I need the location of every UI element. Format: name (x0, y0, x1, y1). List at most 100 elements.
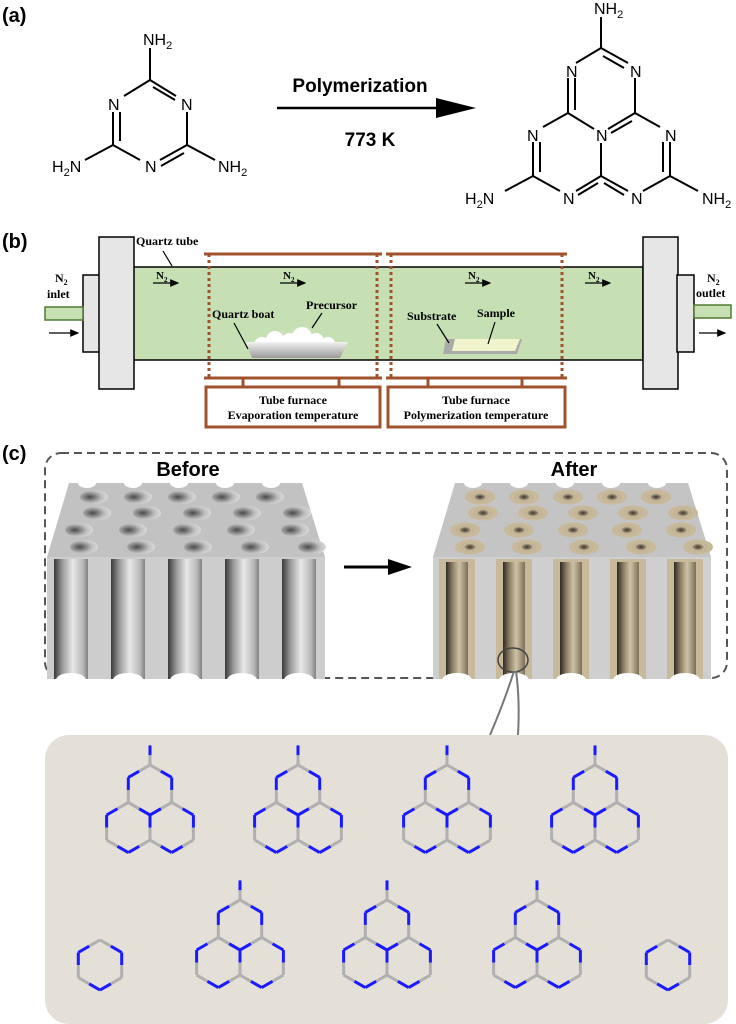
pore-opening (183, 506, 211, 520)
carbon-bond (77, 976, 90, 986)
pore-channel (111, 559, 145, 679)
nitrogen-bond (250, 904, 263, 914)
n2-outlet-label: N2 outlet (696, 271, 725, 300)
svg-text:N2: N2 (707, 271, 720, 287)
channel-bottom (442, 673, 472, 687)
nitrogen-bond (503, 980, 517, 989)
pore-opening (559, 492, 577, 502)
carbon-bond (678, 976, 691, 986)
atom-label: N (181, 97, 193, 114)
nitrogen-bond (446, 807, 459, 817)
carbon-bond (615, 801, 629, 811)
carbon-bond (297, 838, 310, 848)
nitrogen-bond (626, 807, 640, 817)
nitrogen-bond (547, 980, 560, 989)
block-top-face (433, 483, 711, 557)
transform-arrow (344, 559, 412, 575)
carbon-bond (195, 973, 209, 983)
carbon-bond (181, 838, 195, 848)
carbon-bond (170, 801, 184, 811)
carbon-bond (386, 973, 399, 983)
nitrogen-bond (353, 980, 367, 989)
sample (452, 339, 520, 351)
nitrogen-bond (77, 944, 90, 954)
nitrogen-bond (275, 845, 288, 854)
carbon-bond (568, 973, 582, 983)
nitrogen-bond (275, 769, 288, 779)
carbon-bond (206, 936, 220, 946)
pore-opening (510, 525, 528, 535)
edge-notch (510, 478, 528, 488)
edge-notch (78, 478, 96, 488)
carbon-bond (353, 936, 367, 946)
atom-label: NH2 (143, 32, 172, 52)
pore-opening (133, 506, 161, 520)
pore-opening (80, 490, 108, 504)
carbon-bond (514, 936, 527, 946)
atom-label: N (563, 191, 575, 208)
panel-a-label: (a) (2, 5, 26, 27)
pore-opening (283, 506, 311, 520)
zoom-line (489, 670, 515, 736)
nitrogen-bond (160, 845, 173, 854)
svg-text:inlet: inlet (47, 287, 70, 301)
zoom-line (515, 670, 520, 736)
leader-line (487, 321, 496, 345)
carbon-bond (536, 898, 549, 908)
carbon-bond (446, 763, 459, 773)
leader-line (162, 250, 173, 267)
nitrogen-bond (138, 807, 151, 817)
nitrogen-bond (492, 942, 506, 952)
pore-channel (54, 559, 88, 679)
channel-bottom (170, 673, 200, 687)
nitrogen-bond (308, 845, 321, 854)
nitrogen-bond (329, 807, 343, 817)
carbon-bond (547, 936, 560, 946)
carbon-bond (375, 898, 388, 908)
carbon-bond (260, 936, 274, 946)
pore-opening (124, 490, 152, 504)
quartz-boat-label: Quartz boat (212, 307, 274, 321)
pore-opening (624, 508, 642, 518)
pore-opening (70, 540, 98, 554)
carbon-bond (138, 763, 151, 773)
pore-opening (227, 523, 255, 537)
nitrogen-bond (645, 944, 658, 954)
carbon-bond (536, 973, 549, 983)
carbon-bond (264, 801, 278, 811)
nitrogen-bond (105, 807, 119, 817)
nitrogen-bond (286, 807, 299, 817)
atom-label: N (527, 128, 539, 145)
nitrogen-bond (260, 980, 274, 989)
nitrogen-bond (418, 942, 432, 952)
carbon-bond (397, 936, 410, 946)
pore-opening (184, 540, 212, 554)
carbon-bond (525, 898, 538, 908)
atom-label: H2N (465, 191, 494, 211)
nitrogen-bond (181, 807, 195, 817)
nitrogen-bond (160, 769, 173, 779)
pore-opening (603, 492, 621, 502)
nitrogen-bond (149, 807, 162, 817)
pore-opening (647, 492, 665, 502)
pore-channel (446, 562, 468, 679)
carbon-bond (557, 936, 571, 946)
pore-channel (225, 559, 259, 679)
nitrogen-bond (375, 942, 388, 952)
after-label: After (551, 459, 598, 481)
nitrogen-bond (264, 845, 278, 854)
carbon-bond (435, 838, 448, 848)
carbon-bond (626, 838, 640, 848)
carbon-bond (594, 763, 607, 773)
pore-opening (281, 523, 309, 537)
channel-bottom (670, 673, 700, 687)
leader-line (233, 322, 249, 350)
carbon-bond (457, 801, 470, 811)
nitrogen-bond (217, 980, 230, 989)
nitrogen-bond (116, 845, 130, 854)
furnace1-title: Tube furnace (259, 393, 328, 407)
pore-opening (632, 542, 650, 552)
edge-notch (464, 478, 482, 488)
channel-bottom (56, 673, 86, 687)
